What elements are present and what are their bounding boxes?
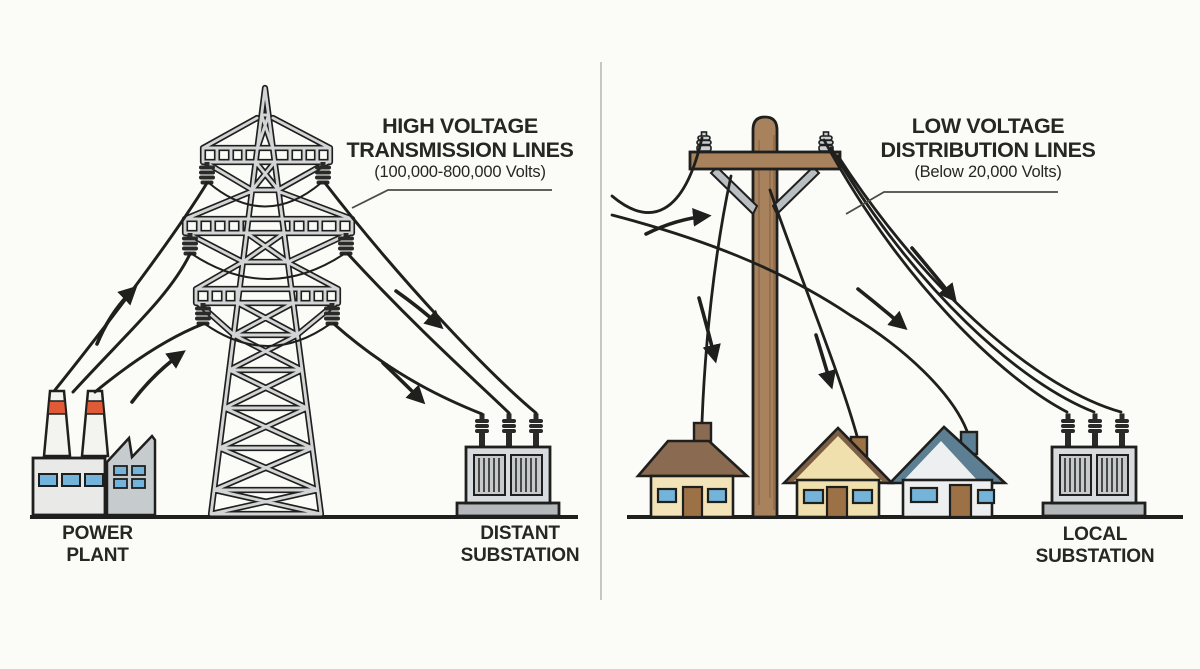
flow-arrow-icon [697,296,721,364]
right-panel-title: LOW VOLTAGE DISTRIBUTION LINES (Below 20… [833,114,1143,184]
flow-arrows-left [95,285,444,405]
smokestack-band [47,400,67,415]
distribution-wire [768,188,859,438]
door [825,485,849,519]
annex-windows [113,465,146,489]
power-plant-label: POWER PLANT [62,523,133,567]
pole-crossarm [688,150,842,171]
pole-brace [771,165,821,216]
left-title-line2: TRANSMISSION LINES [346,138,574,163]
flow-arrow-icon [910,246,957,303]
plant-windows [38,473,104,487]
utility-pole-icon [688,115,842,519]
flow-arrow-icon [95,285,138,346]
house-icon-1 [635,421,751,519]
door [681,485,704,519]
left-title-leader-line [351,189,552,209]
right-title-line1: LOW VOLTAGE [911,114,1065,138]
left-title-voltage-range: (100,000-800,000 Volts) [374,163,546,182]
house-icon-2 [780,426,896,519]
flow-arrows-right [644,208,957,390]
door [948,483,973,519]
smokestack-band [85,400,105,415]
transmission-wire [323,181,538,415]
distribution-wire [822,138,1069,414]
plant-annex-building [105,434,157,517]
distribution-wire [829,146,1096,414]
distribution-wire [700,174,733,424]
transmission-wire [332,322,484,416]
transmission-wires [53,181,538,416]
local-substation-transformer-icon [1041,412,1147,518]
left-title-line1: HIGH VOLTAGE [382,114,538,138]
house-icon-3 [886,425,1009,519]
wire-sag [204,323,331,347]
flow-arrow-icon [644,208,712,236]
distant-substation-label: DISTANT SUBSTATION [460,523,580,567]
flow-arrow-icon [130,350,186,404]
power-plant-icon [31,389,157,517]
distribution-wire [836,154,1123,414]
transmission-wire [346,252,511,415]
left-panel-title: HIGH VOLTAGE TRANSMISSION LINES (100,000… [300,114,620,184]
flow-arrow-icon [856,287,908,331]
distribution-wire [610,136,704,214]
wire-sag [191,253,345,280]
distribution-wire [610,213,969,433]
wire-sag [208,182,322,208]
flow-arrow-icon [394,289,444,330]
distant-substation-transformer-icon [455,412,561,518]
flow-arrow-icon [381,361,426,405]
transmission-wire [71,252,192,394]
pole-brace [709,165,759,216]
transmission-wire [53,181,209,392]
right-title-voltage-range: (Below 20,000 Volts) [914,163,1062,182]
right-title-leader-line [845,191,1058,215]
flow-arrow-icon [814,333,837,390]
right-title-line2: DISTRIBUTION LINES [880,138,1096,163]
transmission-wire [93,322,205,394]
local-substation-label: LOCAL SUBSTATION [1035,524,1155,568]
